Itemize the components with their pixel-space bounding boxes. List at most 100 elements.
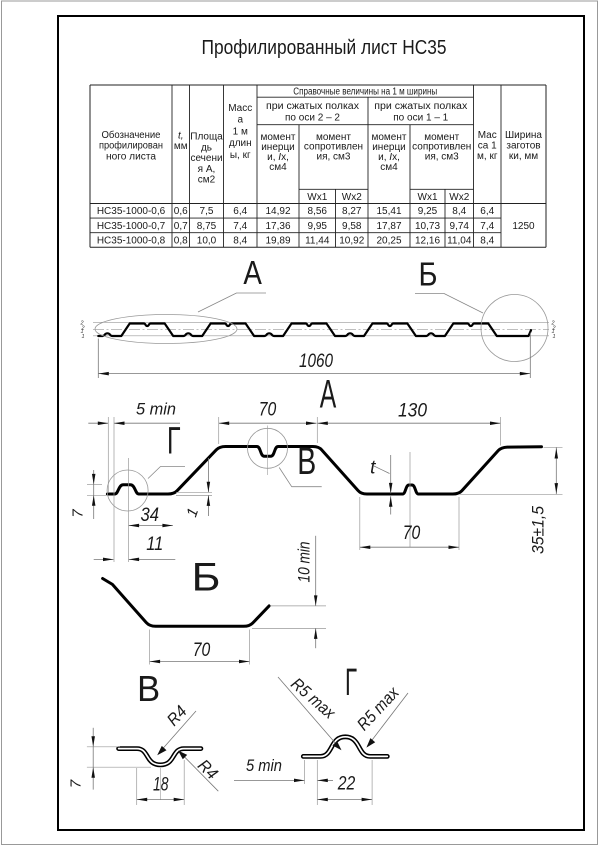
svg-text:8,4: 8,4 [452,206,466,217]
svg-text:сопротивлен: сопротивлен [304,142,363,153]
svg-text:мм: мм [174,141,188,152]
svg-text:8,4: 8,4 [233,235,247,246]
svg-text:34: 34 [141,505,160,526]
svg-text:8,56: 8,56 [308,206,328,217]
svg-text:см4: см4 [380,162,398,173]
svg-text:Б: Б [419,256,438,293]
svg-text:Площа: Площа [190,132,223,143]
svg-text:130: 130 [398,401,427,422]
svg-text:Мас: Мас [478,130,497,141]
svg-text:6,4: 6,4 [233,206,247,217]
svg-text:7,4: 7,4 [233,221,247,232]
svg-text:t,: t, [178,130,184,141]
svg-text:Профилированный лист НС35: Профилированный лист НС35 [202,37,447,59]
svg-text:при сжатых полках: при сжатых полках [266,101,359,112]
svg-text:см2: см2 [198,175,216,186]
svg-text:Б: Б [192,555,221,599]
svg-text:10,92: 10,92 [339,235,364,246]
svg-text:7,5: 7,5 [200,206,214,217]
svg-text:момент: момент [261,132,296,143]
svg-text:сопротивлен: сопротивлен [412,142,471,153]
svg-text:А: А [243,254,262,291]
svg-text:НС35-1000-0,7: НС35-1000-0,7 [97,221,166,232]
svg-text:7: 7 [68,779,85,788]
svg-text:1: 1 [552,334,555,340]
svg-text:Wx1: Wx1 [418,192,438,203]
svg-text:длин: длин [229,138,252,149]
svg-text:9,74: 9,74 [450,221,470,232]
svg-text:11,04: 11,04 [447,235,472,246]
svg-text:5 min: 5 min [246,756,282,775]
svg-text:и, Iх,: и, Iх, [378,152,400,163]
svg-text:8,27: 8,27 [342,206,362,217]
svg-text:Ширина: Ширина [505,130,542,141]
svg-text:инерци: инерци [261,142,295,153]
svg-text:см4: см4 [269,162,287,173]
svg-text:сечени: сечени [190,153,222,164]
svg-text:10 min: 10 min [295,542,314,583]
svg-text:момент: момент [316,132,351,143]
svg-text:ки, мм: ки, мм [509,151,538,162]
svg-text:10,73: 10,73 [415,221,440,232]
svg-text:9,95: 9,95 [308,221,328,232]
svg-text:18: 18 [153,775,169,796]
svg-text:при сжатых полках: при сжатых полках [374,101,467,112]
svg-text:по оси 1 – 1: по оси 1 – 1 [393,113,448,124]
svg-text:и, Iх,: и, Iх, [267,152,289,163]
svg-text:11,44: 11,44 [305,235,330,246]
svg-text:Г: Г [167,421,181,463]
svg-text:22: 22 [337,774,356,795]
svg-text:7,4: 7,4 [480,221,494,232]
svg-text:9,25: 9,25 [418,206,438,217]
svg-text:17,87: 17,87 [376,221,401,232]
svg-text:Г: Г [345,662,357,704]
svg-text:2: 2 [79,321,83,327]
svg-text:Обозначение: Обозначение [102,129,161,141]
svg-text:0,6: 0,6 [174,206,188,217]
svg-text:19,89: 19,89 [265,235,290,246]
svg-text:А: А [320,372,337,416]
svg-text:20,25: 20,25 [376,235,401,246]
svg-text:Wx2: Wx2 [449,192,469,203]
svg-text:профилирован: профилирован [99,140,163,152]
svg-text:инерци: инерци [372,142,406,153]
svg-text:1: 1 [80,329,83,335]
svg-text:70: 70 [403,523,421,544]
svg-text:2: 2 [550,321,554,327]
svg-text:12,16: 12,16 [415,235,440,246]
svg-text:1 м: 1 м [233,126,248,137]
svg-text:5 min: 5 min [136,400,176,419]
svg-text:Wx1: Wx1 [307,192,327,203]
svg-text:15,41: 15,41 [376,206,401,217]
svg-text:35±1,5: 35±1,5 [529,505,548,554]
svg-text:В: В [137,668,160,709]
svg-text:заготов: заготов [506,140,540,151]
svg-text:70: 70 [259,399,277,420]
svg-text:1: 1 [551,329,554,335]
svg-text:момент: момент [424,132,459,143]
svg-text:ия, см3: ия, см3 [425,152,459,163]
svg-text:8,4: 8,4 [480,235,494,246]
svg-text:НС35-1000-0,6: НС35-1000-0,6 [97,206,166,217]
svg-text:t: t [370,458,376,479]
svg-text:9,58: 9,58 [342,221,362,232]
svg-text:1: 1 [81,334,84,340]
svg-text:В: В [297,441,316,483]
svg-text:1250: 1250 [512,221,535,232]
svg-text:14,92: 14,92 [265,206,290,217]
svg-text:0,7: 0,7 [174,221,188,232]
svg-text:дь: дь [201,142,212,153]
svg-text:Wx2: Wx2 [342,192,362,203]
svg-text:ия, см3: ия, см3 [317,152,351,163]
svg-text:м, кг: м, кг [477,151,498,162]
svg-text:Масс: Масс [228,103,252,114]
svg-text:2: 2 [551,326,555,332]
svg-text:момент: момент [372,132,407,143]
svg-text:са 1: са 1 [478,140,497,151]
svg-text:по оси 2 – 2: по оси 2 – 2 [285,113,340,124]
svg-text:Справочные величины на 1 м шир: Справочные величины на 1 м ширины [293,86,437,97]
svg-text:7: 7 [70,509,87,518]
svg-text:6,4: 6,4 [480,206,494,217]
svg-text:10,0: 10,0 [197,235,217,246]
svg-text:я А,: я А, [198,164,216,175]
